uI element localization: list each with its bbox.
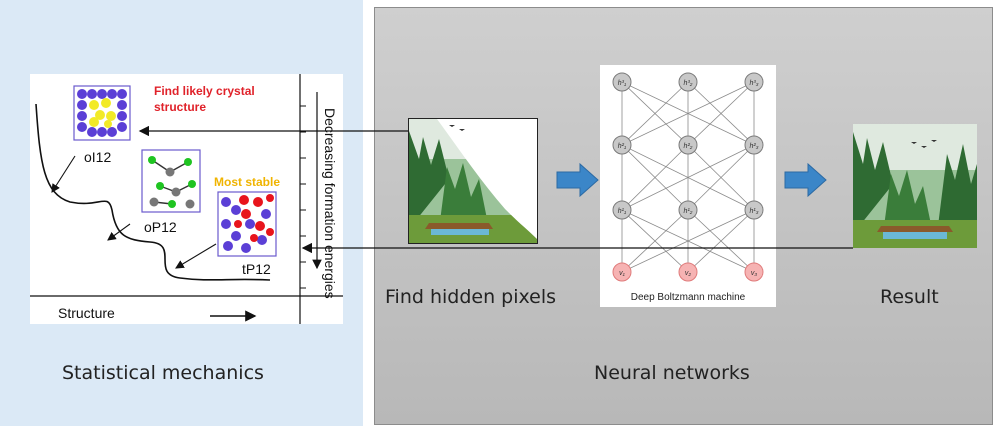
crystal-tP12-image — [217, 191, 277, 257]
to-network-arrow — [556, 162, 599, 198]
result-caption: Result — [880, 286, 939, 308]
node-label: h¹₁ — [618, 208, 627, 215]
network-title: Deep Boltzmann machine — [631, 292, 746, 303]
crystal-oP12-image — [141, 149, 201, 213]
find-hidden-pixels-caption: Find hidden pixels — [385, 286, 557, 308]
most-stable-label: Most stable — [214, 175, 280, 189]
find-crystal-title-line1: Find likely crystal — [154, 84, 255, 98]
energy-landscape-figure: Find likely crystal structure Most stabl… — [30, 74, 343, 324]
result-landscape-image — [853, 124, 977, 248]
node-label: v₂ — [685, 270, 692, 277]
crystal-oI12-image — [73, 85, 131, 141]
hidden-layer-2 — [612, 135, 764, 155]
node-label: h³₃ — [750, 80, 759, 87]
statistical-mechanics-caption: Statistical mechanics — [62, 362, 264, 384]
y-axis-label: Decreasing formation energies — [322, 108, 338, 299]
node-label: v₃ — [751, 270, 758, 277]
hidden-layer-1 — [612, 200, 764, 220]
node-label: h¹₂ — [684, 208, 693, 215]
node-label: h³₂ — [684, 80, 693, 87]
node-label: h²₁ — [618, 143, 627, 150]
visible-layer — [612, 262, 764, 282]
structure-label-tP12: tP12 — [242, 261, 271, 277]
structure-label-oI12: oI12 — [84, 149, 111, 165]
to-result-arrow — [784, 162, 827, 198]
masked-landscape-image — [408, 118, 538, 244]
find-crystal-title-line2: structure — [154, 100, 206, 114]
node-label: h²₃ — [750, 143, 759, 150]
energy-curve — [35, 103, 271, 281]
neural-networks-caption: Neural networks — [594, 362, 750, 384]
node-label: v₁ — [619, 270, 626, 277]
deep-boltzmann-machine-diagram: h³₁ h³₂ h³₃ h²₁ h²₂ h²₃ h¹₁ h¹₂ h¹₃ v₁ v… — [600, 65, 776, 307]
structure-label-oP12: oP12 — [144, 219, 177, 235]
node-label: h¹₃ — [750, 208, 759, 215]
node-label: h²₂ — [684, 143, 693, 150]
node-label: h³₁ — [618, 80, 627, 87]
hidden-layer-3 — [612, 72, 764, 92]
x-axis-label: Structure — [58, 305, 115, 321]
